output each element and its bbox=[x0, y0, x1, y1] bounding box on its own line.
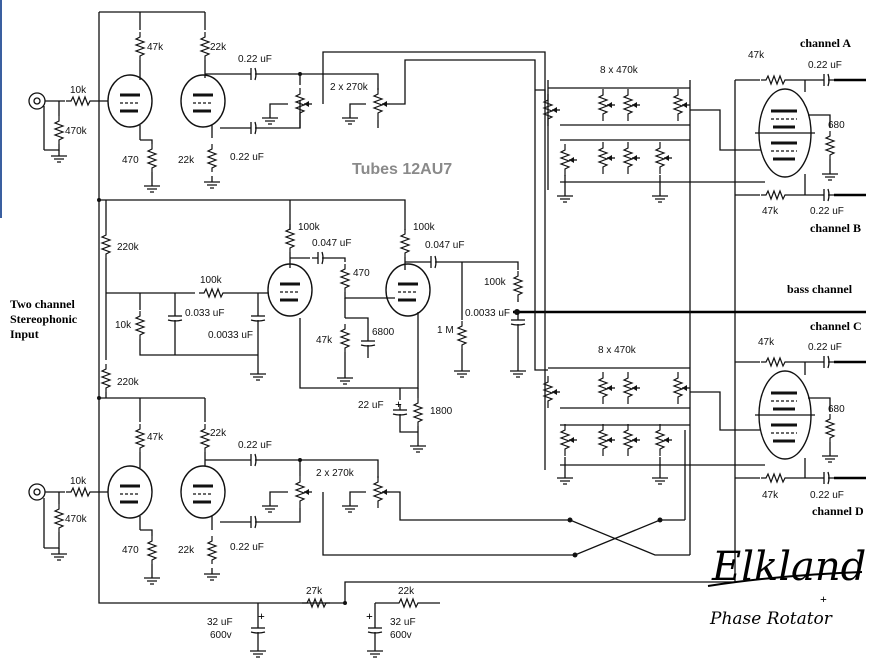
label-pot-2x270k-bottom: 2 x 270k bbox=[316, 468, 355, 479]
label-c-022-bottom2: 0.22 uF bbox=[230, 542, 264, 553]
label-c-0033: 0.033 uF bbox=[185, 308, 224, 319]
label-r-10k-bottom: 10k bbox=[70, 476, 87, 487]
label-r-470-top: 470 bbox=[122, 155, 139, 166]
label-c-022-bottom1: 0.22 uF bbox=[238, 440, 272, 451]
pot-block-bottom bbox=[534, 90, 765, 485]
label-r-100k-tube3: 100k bbox=[298, 222, 321, 233]
label-c-022-c: 0.22 uF bbox=[808, 342, 842, 353]
label-r-47k-center: 47k bbox=[316, 335, 333, 346]
pot-block-top bbox=[535, 80, 765, 203]
label-c-22uf: 22 uF bbox=[358, 400, 384, 411]
label-r-470-center: 470 bbox=[353, 268, 370, 279]
logo-subtitle: Phase Rotator bbox=[709, 609, 833, 629]
label-pot-8x470k-top: 8 x 470k bbox=[600, 65, 639, 76]
label-pot-2x270k-top: 2 x 270k bbox=[330, 82, 369, 93]
label-c-022-b: 0.22 uF bbox=[810, 206, 844, 217]
label-r-47k-bottom: 47k bbox=[147, 432, 164, 443]
label-c-0047-2: 0.047 uF bbox=[425, 240, 464, 251]
label-r-470k-top: 470k bbox=[65, 126, 88, 137]
label-r-470k-bottom: 470k bbox=[65, 514, 88, 525]
label-r-22k-ps: 22k bbox=[398, 586, 415, 597]
label-c-00033-1: 0.0033 uF bbox=[208, 330, 253, 341]
input-label-line3: Input bbox=[10, 327, 39, 341]
label-c-022-top2: 0.22 uF bbox=[230, 152, 264, 163]
label-c-022-top1: 0.22 uF bbox=[238, 54, 272, 65]
label-r-10k-center: 10k bbox=[115, 320, 132, 331]
label-pot-8x470k-bottom: 8 x 470k bbox=[598, 345, 637, 356]
input-label-line1: Two channel bbox=[10, 297, 75, 311]
label-c-00033-2: 0.0033 uF bbox=[465, 308, 510, 319]
input-label-line2: Stereophonic bbox=[10, 312, 78, 326]
diagram-title: Tubes 12AU7 bbox=[352, 161, 452, 178]
label-600v-2: 600v bbox=[390, 630, 412, 641]
label-c-32uf-2: 32 uF bbox=[390, 617, 416, 628]
label-c-022-d: 0.22 uF bbox=[810, 490, 844, 501]
label-r-47k-c: 47k bbox=[758, 337, 775, 348]
label-r-47k-b: 47k bbox=[762, 206, 779, 217]
label-r-47k-d: 47k bbox=[762, 490, 779, 501]
label-r-220k-1: 220k bbox=[117, 242, 140, 253]
label-r-6800: 6800 bbox=[372, 327, 395, 338]
svg-text:+: + bbox=[820, 592, 827, 606]
label-r-27k: 27k bbox=[306, 586, 323, 597]
label-r-1800: 1800 bbox=[430, 406, 453, 417]
label-r-47k-top: 47k bbox=[147, 42, 164, 53]
label-r-1m: 1 M bbox=[437, 325, 454, 336]
output-channel-d: channel D bbox=[812, 504, 864, 518]
output-channel-a: channel A bbox=[800, 36, 851, 50]
elkland-logo: Elkland Phase Rotator + bbox=[707, 544, 866, 629]
logo-name: Elkland bbox=[711, 544, 866, 590]
label-c-0047-1: 0.047 uF bbox=[312, 238, 351, 249]
label-r-22k-top2: 22k bbox=[178, 155, 195, 166]
label-r-22k-bottom: 22k bbox=[210, 428, 227, 439]
output-bass-channel: bass channel bbox=[787, 282, 853, 296]
label-r-470-bottom: 470 bbox=[122, 545, 139, 556]
output-channel-c: channel C bbox=[810, 319, 862, 333]
svg-text:+: + bbox=[258, 609, 265, 623]
label-c-32uf-1: 32 uF bbox=[207, 617, 233, 628]
label-c-022-a: 0.22 uF bbox=[808, 60, 842, 71]
label-r-220k-2: 220k bbox=[117, 377, 140, 388]
label-r-680-top: 680 bbox=[828, 120, 845, 131]
label-r-100k-center: 100k bbox=[200, 275, 223, 286]
label-r-22k-top: 22k bbox=[210, 42, 227, 53]
label-r-10k-top: 10k bbox=[70, 85, 87, 96]
label-r-100k-out: 100k bbox=[484, 277, 507, 288]
label-600v-1: 600v bbox=[210, 630, 232, 641]
svg-text:+: + bbox=[366, 609, 373, 623]
label-r-100k-tube4: 100k bbox=[413, 222, 436, 233]
label-r-47k-a: 47k bbox=[748, 50, 765, 61]
label-r-22k-bottom2: 22k bbox=[178, 545, 195, 556]
svg-text:+: + bbox=[395, 397, 402, 411]
output-channel-b: channel B bbox=[810, 221, 861, 235]
label-r-680-bottom: 680 bbox=[828, 404, 845, 415]
